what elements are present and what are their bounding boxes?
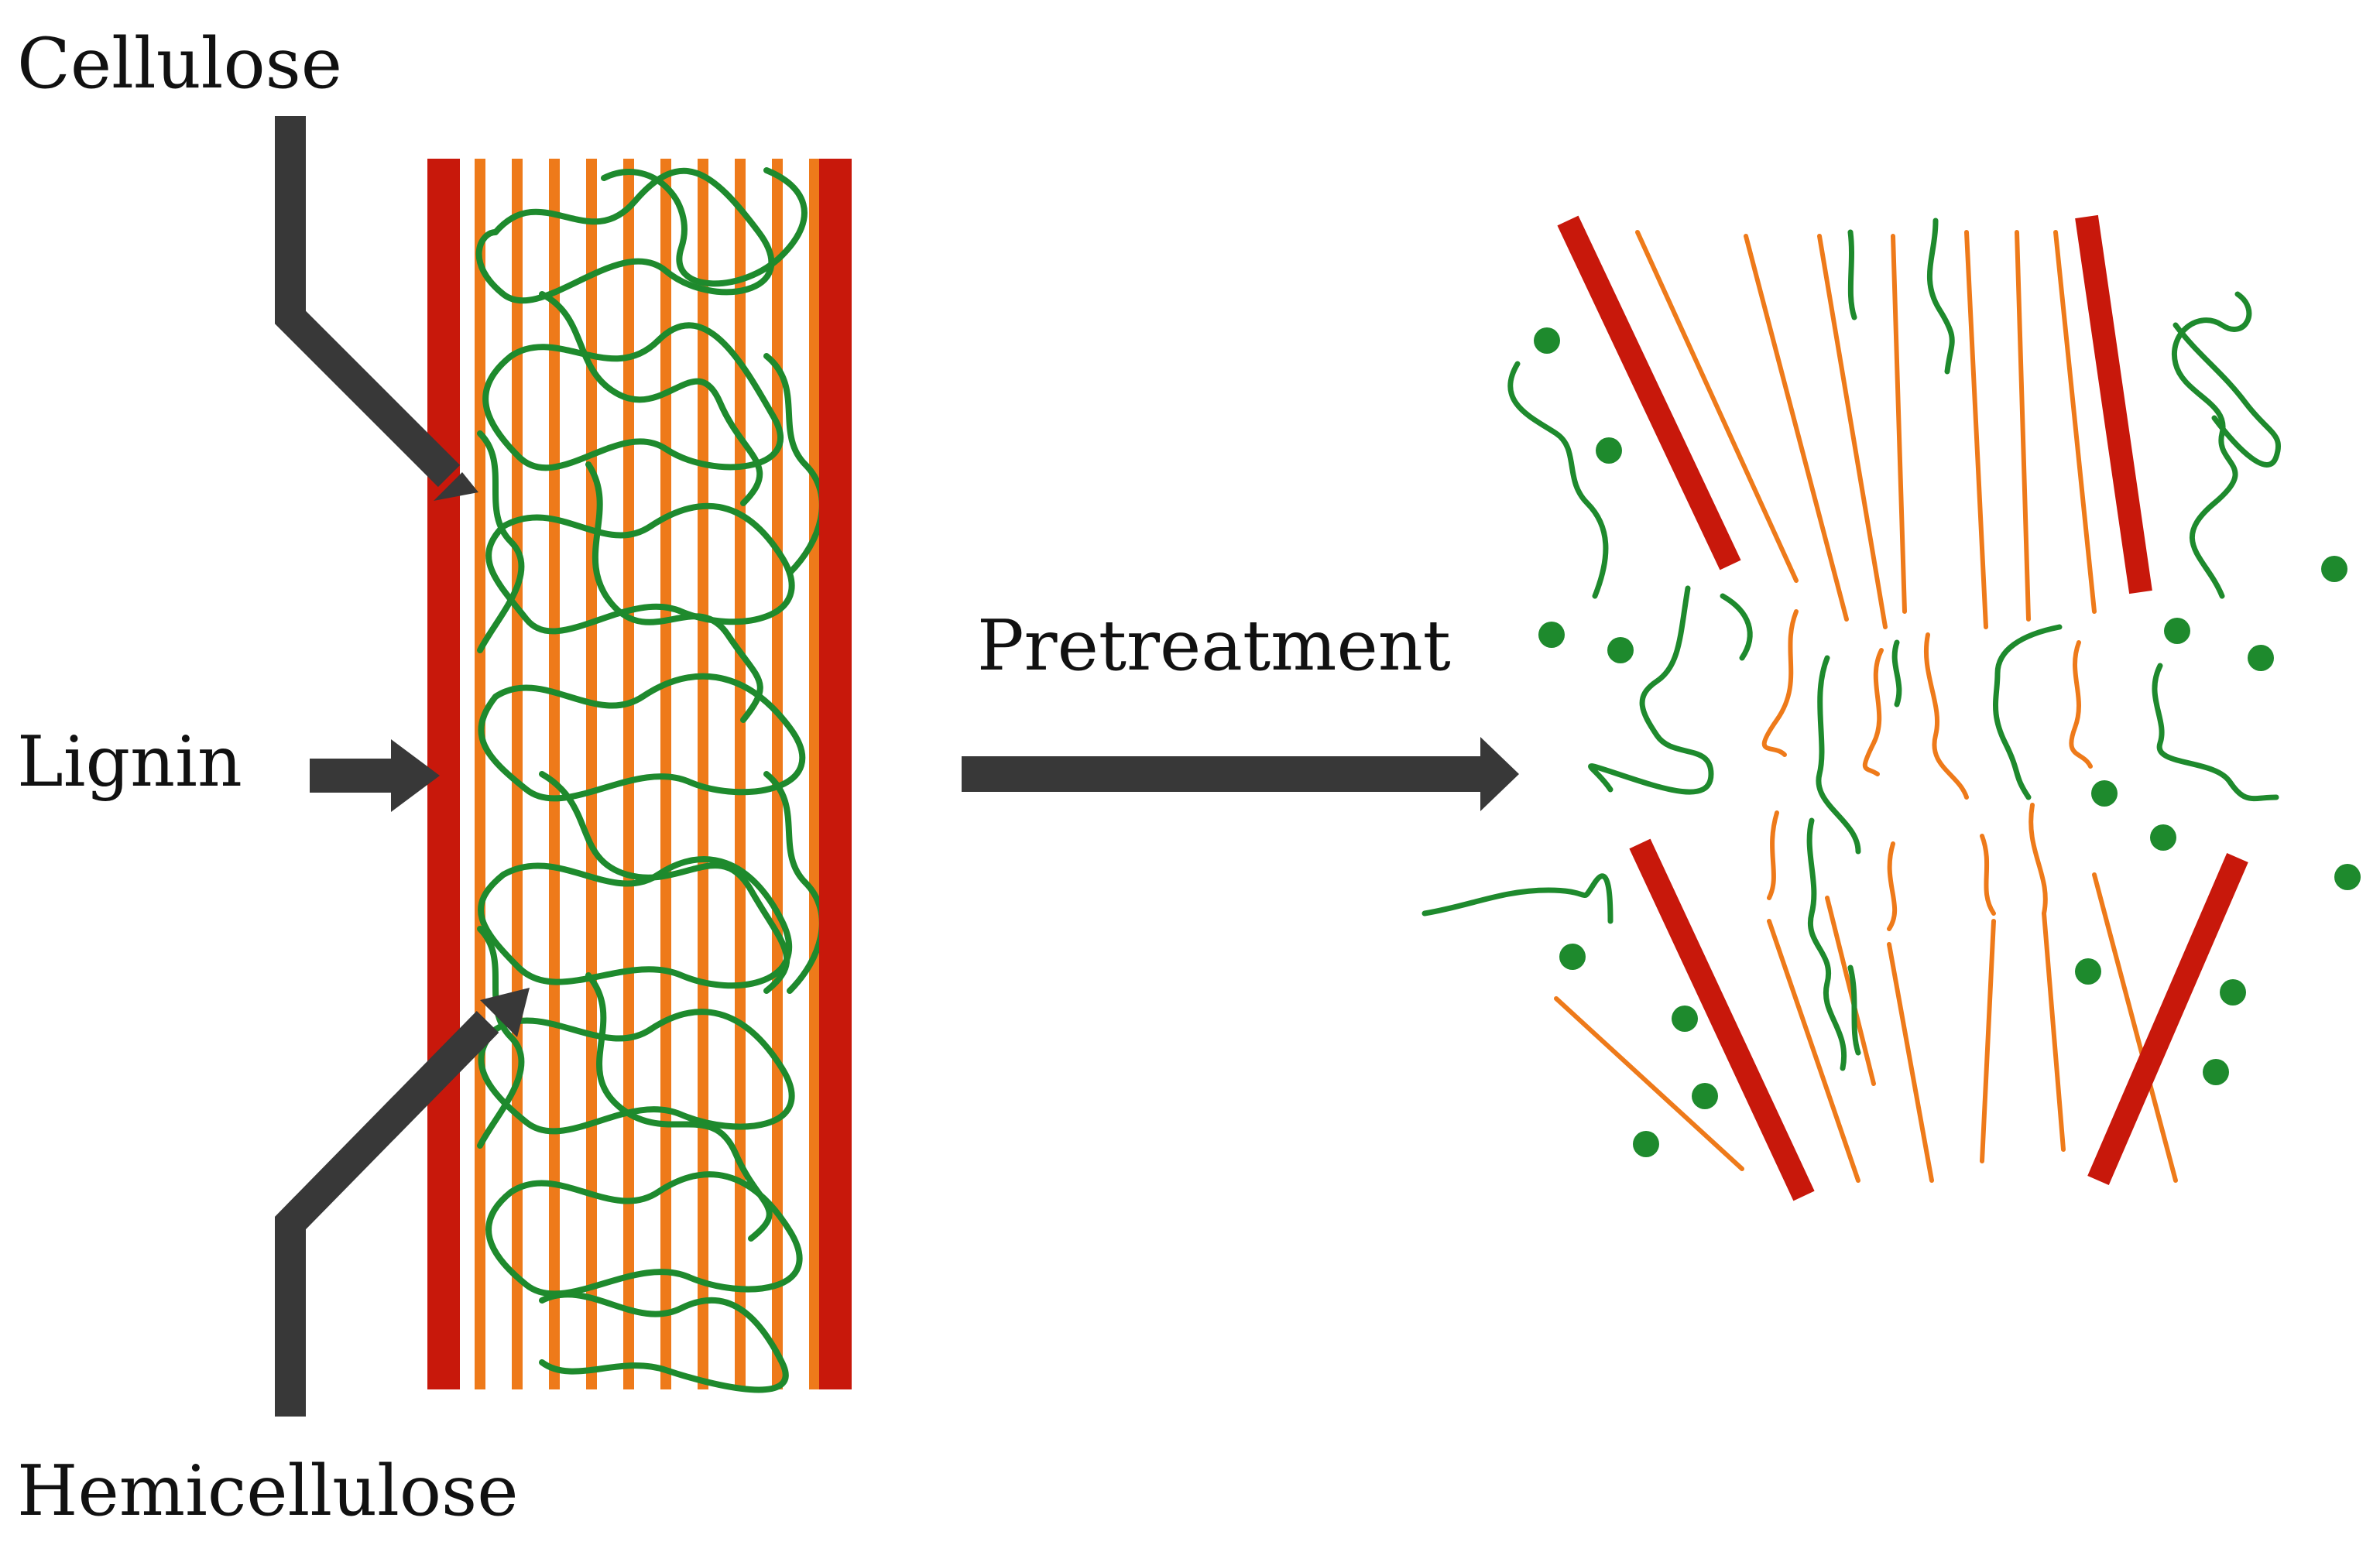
cellulose-fragment — [1923, 632, 1969, 800]
hemicellulose-strand — [475, 167, 775, 304]
hemicellulose-strand — [539, 291, 763, 506]
cellulose-fragment — [1554, 996, 1744, 1171]
lignin-walls — [427, 159, 852, 1389]
particle — [2075, 958, 2101, 985]
hemicellulose-strand — [763, 353, 825, 576]
hemicellulose-fragment — [1993, 624, 2063, 800]
cellulose-fragment — [2042, 911, 2066, 1152]
lignin-pointer — [310, 739, 440, 812]
disrupted-biomass — [1421, 214, 2361, 1201]
hemicellulose-strand — [478, 856, 793, 989]
lignin-label: Lignin — [17, 721, 242, 803]
hemicellulose-fragment — [1588, 585, 1714, 795]
particle — [2321, 556, 2347, 582]
hemicellulose-fragment — [1891, 639, 1902, 707]
hemicellulose-fragment — [1421, 873, 1614, 924]
particle — [2248, 645, 2274, 671]
hemicellulose-label: Hemicellulose — [17, 1451, 519, 1532]
lignin-wall — [819, 159, 852, 1389]
cellulose-fragment — [1980, 919, 1996, 1163]
particle — [1596, 437, 1622, 464]
hemicellulose-fragment — [1926, 218, 1955, 375]
intact-biomass — [275, 116, 852, 1417]
lignin-fragment — [1557, 215, 1741, 570]
cellulose-fragment — [1635, 230, 1799, 583]
hemicellulose-fragment — [1816, 655, 1861, 855]
particle — [2220, 979, 2246, 1006]
hemicellulose-fragment — [1847, 964, 1861, 1056]
cellulose-fragment — [1744, 234, 1849, 622]
cellulose-pointer — [275, 116, 478, 501]
hemicellulose-strand — [477, 430, 525, 653]
cellulose-fragment — [1887, 841, 1898, 931]
cellulose-fragment — [1862, 648, 1884, 776]
particle — [1538, 622, 1565, 648]
hemicellulose-fragment — [1806, 817, 1847, 1071]
particle — [2091, 780, 2118, 807]
hemicellulose-strand — [485, 502, 795, 635]
hemicellulose-fragment — [2152, 663, 2279, 802]
hemicellulose-fragment — [1847, 229, 1857, 320]
particle — [1559, 944, 1586, 970]
cellulose-fragment — [1887, 942, 1934, 1183]
cellulose-fragment — [2069, 640, 2093, 769]
lignin-fragment — [2075, 214, 2152, 594]
hemicellulose-strand — [477, 926, 525, 1149]
particle — [1607, 637, 1634, 663]
particle — [2203, 1059, 2229, 1085]
particle — [1692, 1083, 1718, 1109]
particle — [1534, 327, 1560, 354]
particle — [2164, 618, 2190, 644]
hemicellulose-strand — [478, 673, 806, 802]
hemicellulose-fragment — [1507, 361, 1609, 599]
lignin-fragment — [1629, 838, 1815, 1201]
particle — [1672, 1006, 1698, 1032]
hemicellulose-fragment — [1720, 593, 1753, 661]
hemicellulose-strand — [539, 1291, 789, 1393]
hemicellulose-strand — [482, 322, 784, 471]
hemicellulose-fragment — [2173, 322, 2282, 468]
cellulose-fragment — [1817, 234, 1888, 629]
cellulose-fragments — [1554, 230, 2178, 1183]
cellulose-fragment — [1767, 810, 1779, 900]
cellulose-label: Cellulose — [17, 23, 343, 104]
lignin-fragment — [2087, 853, 2248, 1185]
pretreatment-label: Pretreatment — [977, 605, 1451, 687]
released-particles — [1534, 327, 2361, 1157]
hemicellulose-strand — [585, 461, 763, 723]
particle — [2150, 824, 2176, 851]
particle — [1633, 1131, 1659, 1157]
cellulose-fragment — [2092, 872, 2178, 1183]
hemicellulose-strand — [485, 1171, 803, 1297]
cellulose-fragment — [1761, 609, 1799, 757]
cellulose-fragment — [2053, 230, 2097, 614]
cellulose-fragment — [1891, 234, 1907, 614]
hemicellulose-fragments — [1421, 218, 2282, 1071]
cellulose-fragment — [1964, 230, 1988, 629]
cellulose-fragment — [1767, 919, 1860, 1183]
hemicellulose-strand — [763, 771, 825, 994]
hemicellulose-strand — [601, 167, 808, 287]
cellulose-fragment — [2028, 803, 2048, 916]
hemicellulose-network — [475, 167, 825, 1393]
pointer-arrows — [275, 116, 530, 1417]
particle — [2334, 864, 2361, 890]
hemicellulose-strand — [478, 1009, 795, 1135]
hemicellulose-fragment — [2172, 291, 2252, 599]
hemicellulose-pointer — [275, 988, 530, 1417]
hemicellulose-strand — [539, 771, 790, 994]
cellulose-fragment — [2015, 230, 2031, 622]
cellulose-fragment — [1825, 896, 1876, 1086]
pretreatment-arrow — [962, 737, 1519, 811]
cellulose-fragment — [1980, 834, 1996, 916]
lignin-fragments — [1557, 214, 2248, 1201]
